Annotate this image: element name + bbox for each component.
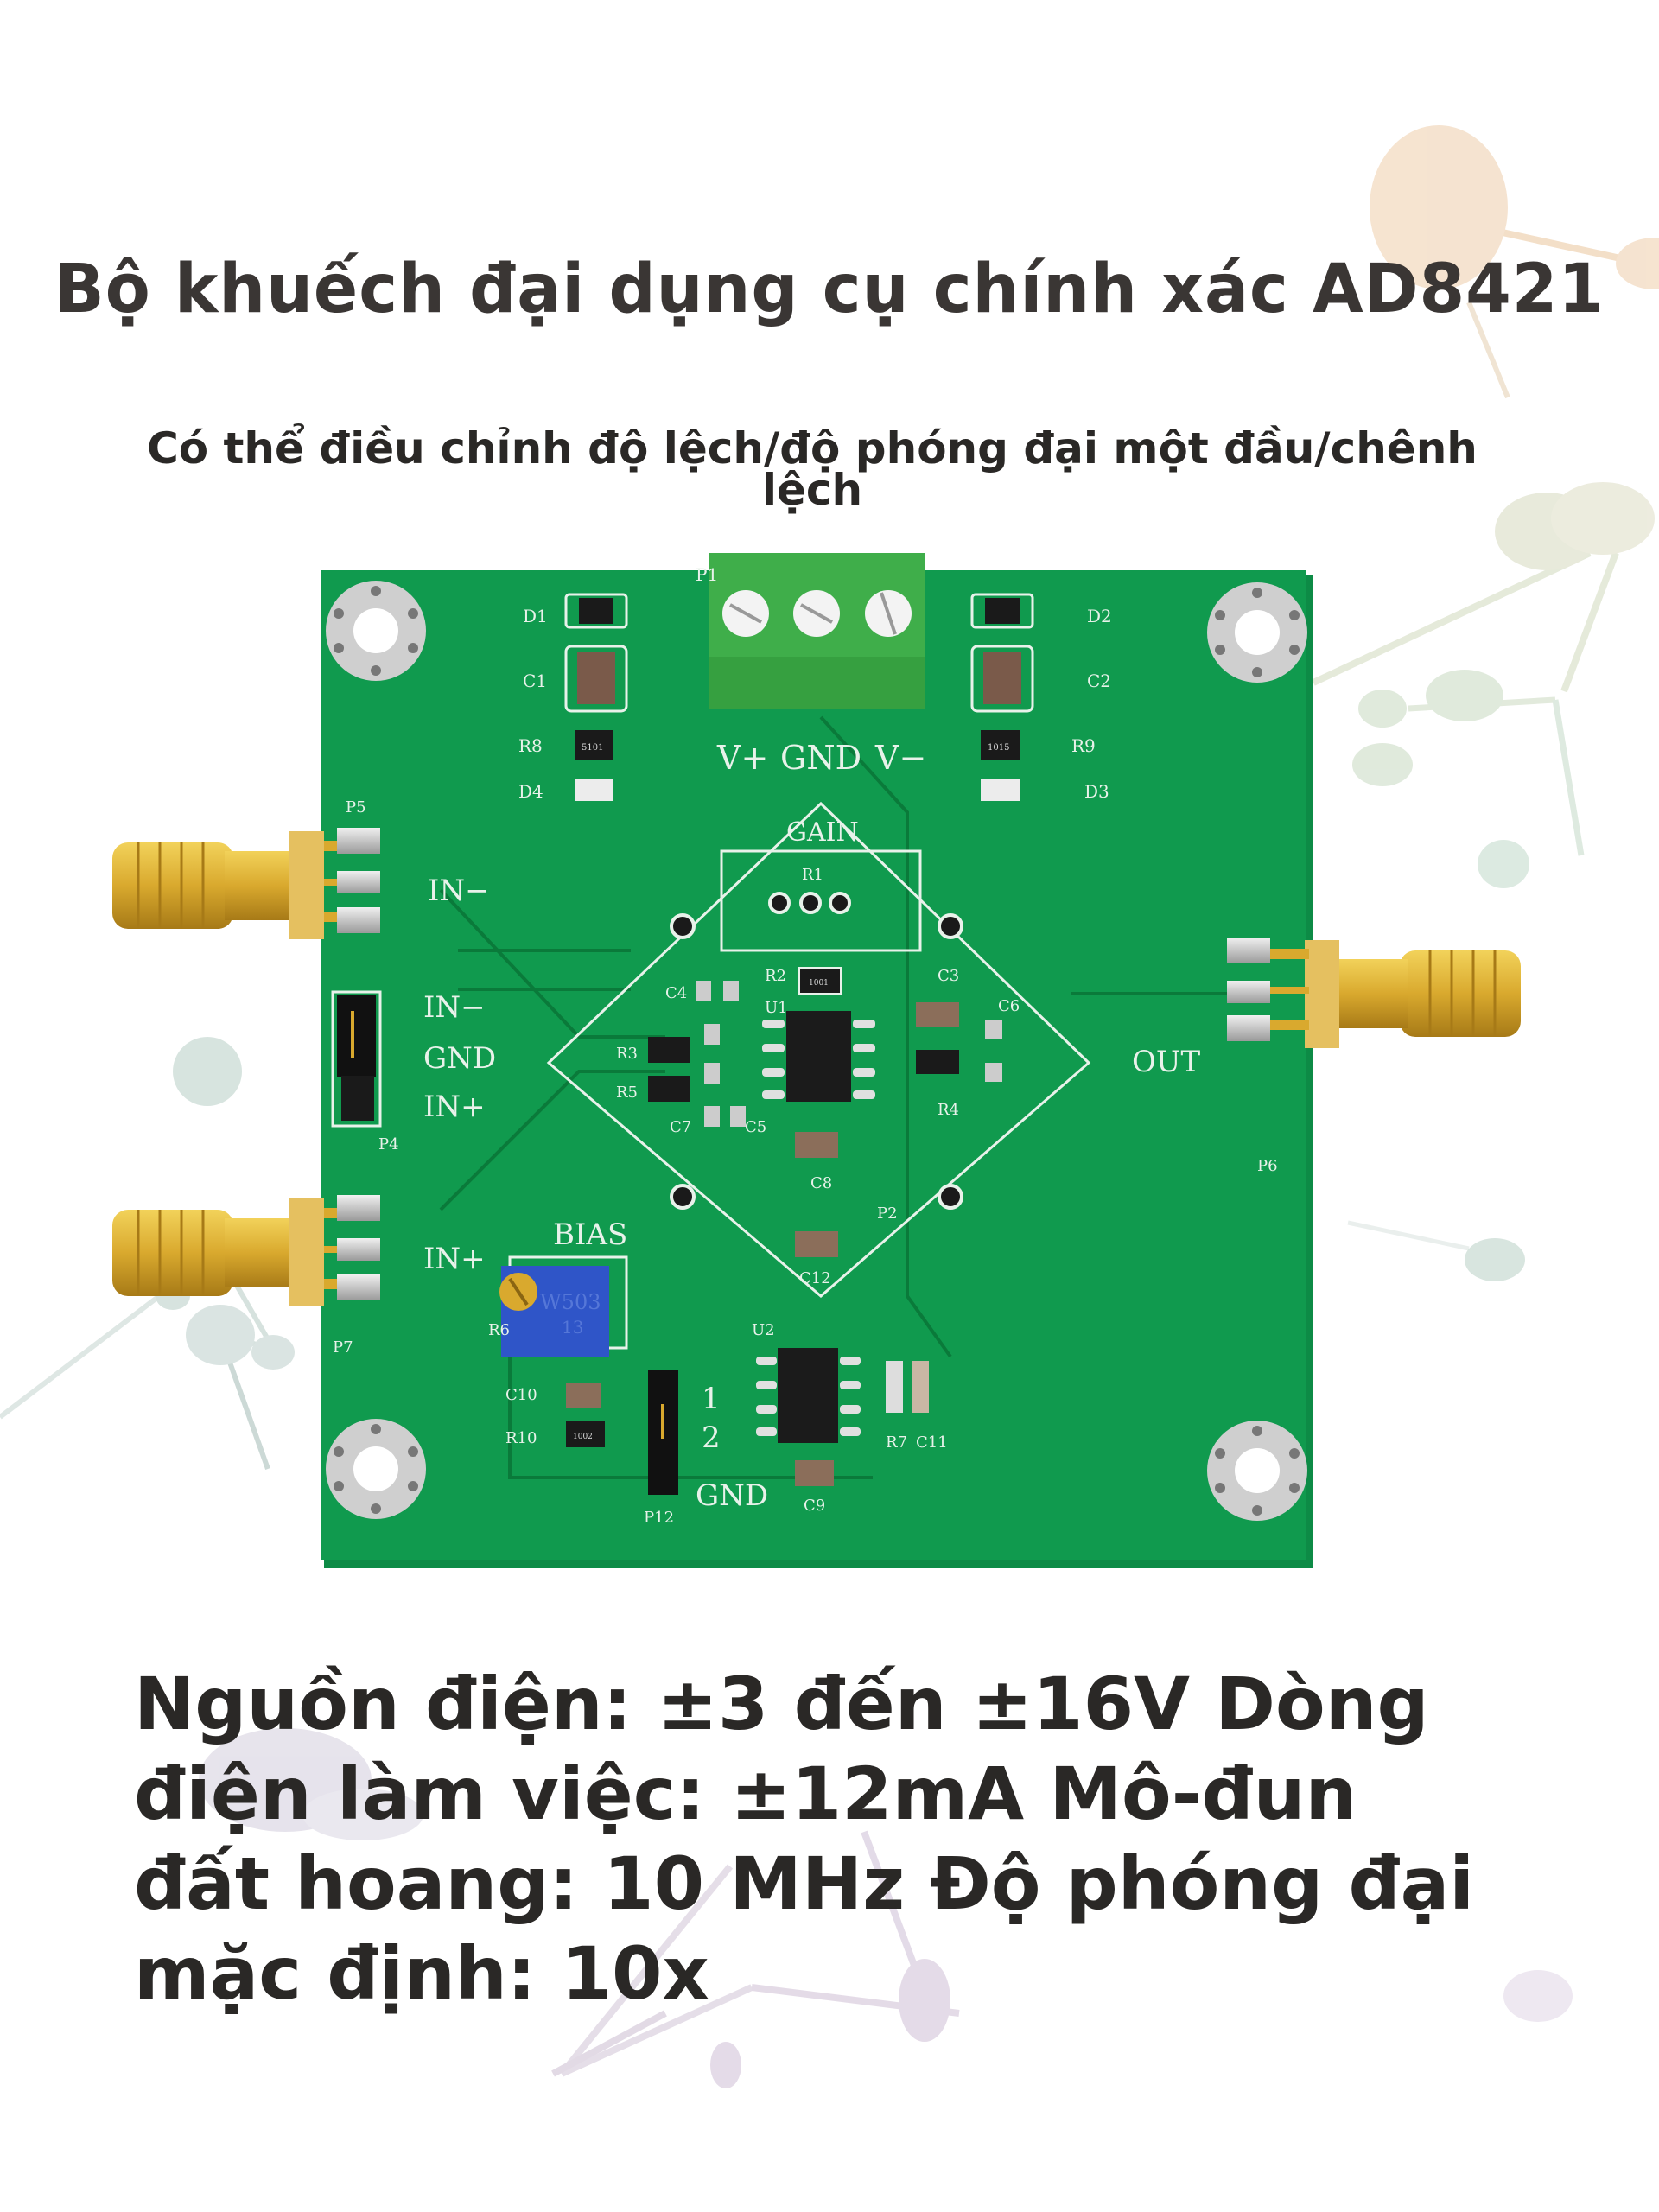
label-gain: GAIN	[786, 817, 859, 848]
svg-text:1: 1	[702, 1382, 721, 1416]
svg-text:R7: R7	[886, 1433, 907, 1452]
ic-u2: U2	[752, 1321, 861, 1443]
svg-text:P2: P2	[877, 1205, 898, 1223]
label-in-plus: IN+	[423, 1090, 486, 1124]
svg-text:R4: R4	[938, 1101, 959, 1119]
sma-connector-in-plus	[112, 1195, 380, 1306]
svg-text:D4: D4	[518, 781, 543, 802]
svg-text:GND: GND	[696, 1478, 768, 1513]
svg-text:U1: U1	[765, 999, 788, 1017]
terminal-label-vplus: V+	[716, 739, 768, 777]
label-gnd-left: GND	[423, 1041, 496, 1076]
svg-text:R6: R6	[488, 1321, 510, 1339]
specifications-text: Nguồn điện: ±3 đến ±16V Dòng điện làm vi…	[134, 1662, 1475, 2016]
svg-text:D1: D1	[523, 606, 548, 626]
svg-text:U2: U2	[752, 1321, 775, 1339]
svg-text:D2: D2	[1087, 606, 1112, 626]
page-title: Bộ khuếch đại dụng cụ chính xác AD8421	[54, 251, 1605, 328]
pcb-illustration: P1 V+ GND V− D1 C1 R8 D4 5101 D2	[112, 553, 1521, 1568]
gnd-jumper-p12: P12 1 2 GND	[644, 1370, 768, 1527]
svg-text:P5: P5	[346, 798, 366, 817]
svg-text:R10: R10	[505, 1429, 537, 1447]
label-in-plus-bottom: IN+	[423, 1242, 486, 1276]
sma-connector-in-minus	[112, 828, 380, 939]
svg-text:R3: R3	[616, 1045, 638, 1063]
svg-text:C10: C10	[505, 1386, 537, 1404]
amplifier-outline	[546, 801, 1091, 1298]
terminal-label-vminus: V−	[874, 739, 926, 777]
label-in-minus-top: IN−	[428, 874, 490, 908]
svg-text:C5: C5	[745, 1118, 766, 1136]
svg-text:13: 13	[562, 1317, 583, 1338]
svg-text:2: 2	[702, 1421, 721, 1455]
svg-text:R8: R8	[518, 735, 543, 756]
svg-text:C11: C11	[916, 1433, 948, 1452]
svg-text:C8: C8	[810, 1174, 832, 1192]
svg-text:C4: C4	[665, 984, 687, 1002]
mounting-hole-icon	[326, 581, 1307, 1521]
input-mode-jumper-p4: P4	[331, 990, 399, 1154]
power-components-left: D1 C1 R8 D4 5101	[518, 593, 628, 802]
svg-text:W503: W503	[540, 1290, 601, 1314]
svg-text:D3: D3	[1084, 781, 1109, 802]
ic-u1-ad8421: U1	[762, 999, 875, 1102]
svg-text:R9: R9	[1071, 735, 1096, 756]
svg-text:C12: C12	[799, 1269, 831, 1287]
svg-text:P4: P4	[378, 1135, 399, 1154]
label-bias: BIAS	[553, 1217, 627, 1252]
svg-text:1015: 1015	[988, 743, 1009, 753]
label-out: OUT	[1132, 1045, 1201, 1079]
svg-text:C1: C1	[523, 671, 547, 691]
sma-connector-out	[1227, 938, 1521, 1048]
svg-text:R5: R5	[616, 1084, 638, 1102]
svg-text:5101: 5101	[582, 743, 603, 753]
label-p1: P1	[696, 564, 718, 585]
svg-text:1001: 1001	[809, 979, 829, 988]
page-subtitle: Có thể điều chỉnh độ lệch/độ phóng đại m…	[147, 423, 1478, 515]
svg-text:P12: P12	[644, 1509, 674, 1527]
product-image-pcb: P1 V+ GND V− D1 C1 R8 D4 5101 D2	[95, 553, 1547, 1573]
svg-text:C9: C9	[804, 1497, 825, 1515]
svg-text:C2: C2	[1087, 671, 1111, 691]
bias-trimpot: W503 13 R6	[488, 1255, 628, 1357]
svg-text:C6: C6	[998, 997, 1020, 1015]
svg-text:R2: R2	[765, 967, 786, 985]
power-components-right: D2 C2 R9 D3 1015	[970, 593, 1112, 802]
terminal-label-gnd: GND	[780, 739, 861, 777]
svg-text:R1: R1	[802, 866, 823, 884]
power-terminal-block: P1	[696, 553, 925, 709]
svg-text:P6: P6	[1257, 1157, 1278, 1175]
svg-text:C7: C7	[670, 1118, 691, 1136]
svg-text:C3: C3	[938, 967, 959, 985]
label-in-minus: IN−	[423, 990, 486, 1025]
svg-text:1002: 1002	[573, 1433, 593, 1441]
svg-text:P7: P7	[333, 1338, 353, 1357]
